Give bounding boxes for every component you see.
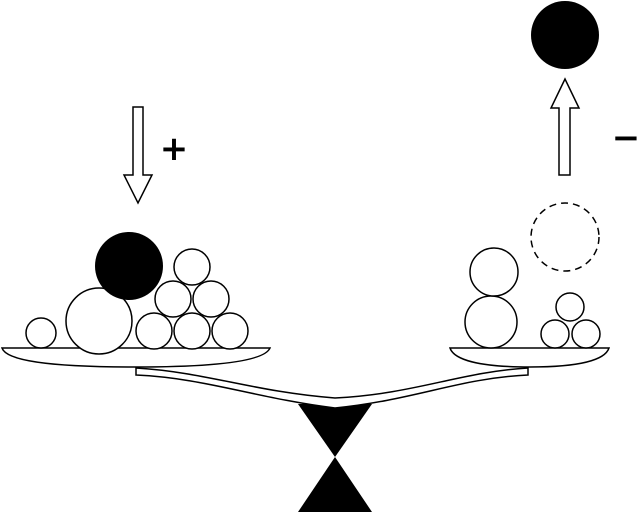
removed-black-ball [531,1,599,69]
up-arrow-icon [549,77,581,176]
stand-lower-cone [298,457,372,512]
right-pan-balls [464,247,601,349]
ball [464,295,518,349]
added-black-ball [95,232,163,300]
down-arrow-icon [122,106,154,205]
removed-ball-outline [530,202,600,272]
minus-symbol: − [612,118,641,158]
stand-upper-cone [298,404,372,457]
left-pan [0,347,272,368]
ball [192,280,230,318]
large-ball [65,287,133,355]
scale-stand [298,404,372,512]
plus-symbol: + [160,129,189,169]
ball [154,280,192,318]
small-ball [571,319,601,349]
ball [211,312,249,350]
left-pan-balls [25,248,249,355]
ball [469,247,519,297]
small-ball [555,292,585,322]
ball [135,312,173,350]
scale-beam [135,367,529,409]
ball [173,312,211,350]
ball [173,248,211,286]
right-pan [448,347,611,368]
small-ball [25,317,57,349]
small-ball [540,319,570,349]
